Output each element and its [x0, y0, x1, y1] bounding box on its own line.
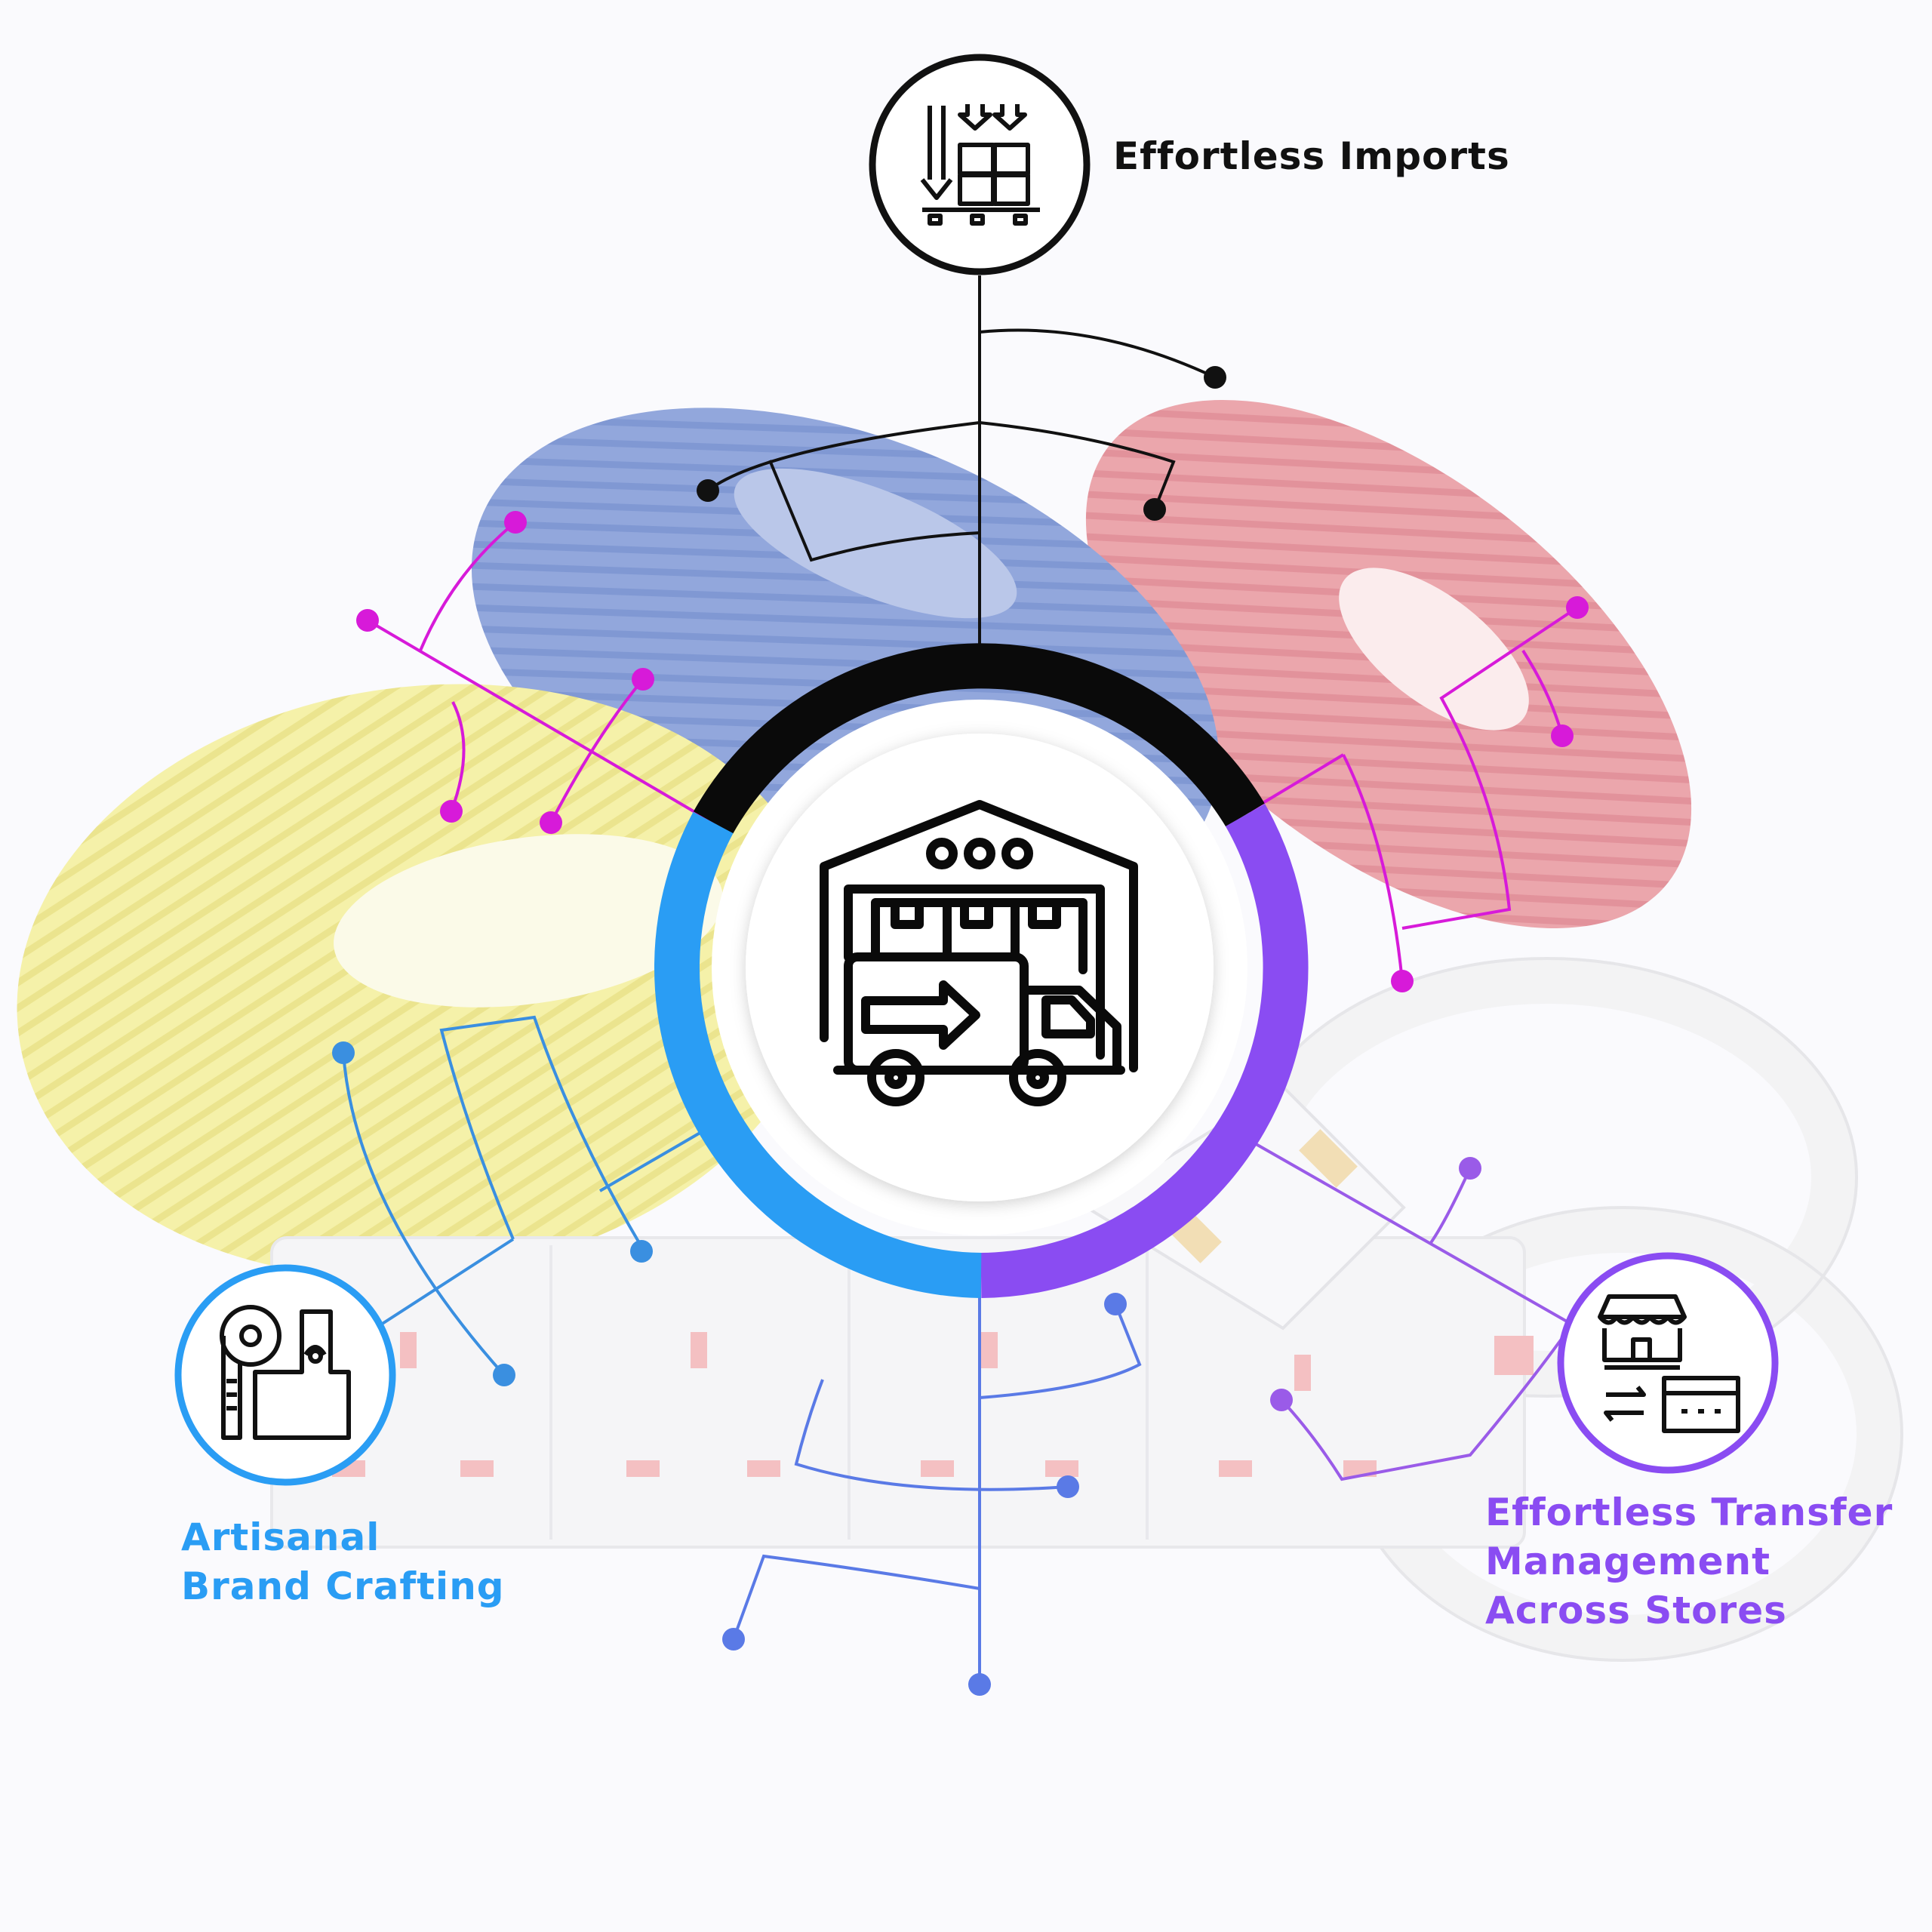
magenta-left-connectors — [366, 521, 717, 826]
warehouse-truck-icon — [820, 800, 1138, 1106]
imports-connector-dots — [697, 366, 1226, 521]
transfer-node — [1557, 1252, 1779, 1474]
yellow-cable-coil — [17, 684, 829, 1278]
magenta-left-dots — [356, 511, 654, 834]
transfer-connector-dots — [1270, 1157, 1481, 1411]
transfer-connectors — [1241, 1134, 1575, 1481]
red-cable-coil — [1085, 399, 1692, 929]
bottom-connectors — [732, 1268, 1142, 1684]
pallet-boxes-icon — [920, 104, 1040, 226]
transfer-label-line-1: Effortless Transfer — [1485, 1491, 1894, 1534]
magenta-right-dots — [1391, 596, 1589, 992]
transfer-label-line-2: Management — [1485, 1540, 1771, 1583]
hub-ring — [654, 643, 1309, 1298]
transfer-label-line-3: Across Stores — [1485, 1589, 1787, 1632]
artisanal-connector-dots — [332, 1041, 653, 1386]
store-transfer-icon — [1598, 1294, 1740, 1433]
imports-label: Effortless Imports — [1113, 134, 1510, 178]
artisanal-label: Artisanal Brand Crafting — [181, 1513, 505, 1611]
brand-crafting-icon — [220, 1305, 351, 1440]
artisanal-label-line-2: Brand Crafting — [181, 1564, 505, 1608]
bottom-connector-dots — [722, 1293, 1127, 1696]
artisanal-node — [174, 1264, 396, 1486]
artisanal-label-line-1: Artisanal — [181, 1515, 380, 1559]
imports-node — [869, 54, 1091, 275]
transfer-label: Effortless Transfer Management Across St… — [1485, 1488, 1893, 1635]
artisanal-connectors — [342, 1015, 718, 1377]
imports-connectors — [706, 275, 1216, 663]
